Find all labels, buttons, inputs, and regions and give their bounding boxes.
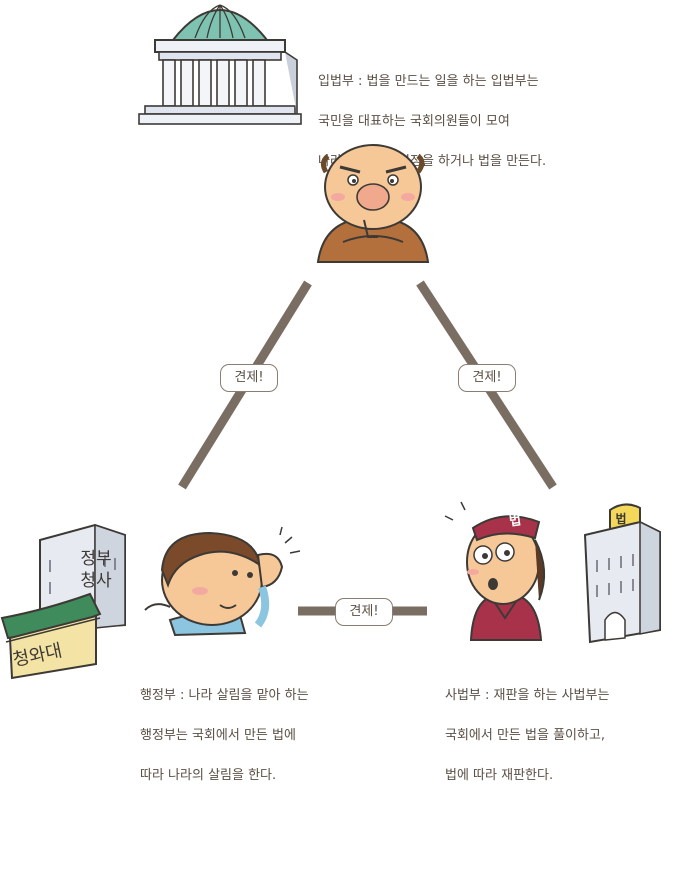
judicial-line-1: 사법부 : 재판을 하는 사법부는 — [445, 688, 610, 703]
check-bubble-bottom: 견제! — [335, 598, 393, 626]
court-building-icon — [583, 503, 661, 644]
executive-line-2: 행정부는 국회에서 만든 법에 — [140, 728, 296, 743]
judicial-line-2: 국회에서 만든 법을 풀이하고, — [445, 728, 606, 743]
judge-hat-label: 법 — [508, 513, 523, 530]
judicial-line-3: 법에 따라 재판한다. — [445, 768, 554, 783]
government-building-sign: 정부 청사 — [80, 549, 112, 591]
check-bubble-right: 견제! — [458, 364, 516, 392]
judge-character-icon — [444, 501, 546, 641]
executive-description: 행정부 : 나라 살림을 맡아 하는 행정부는 국회에서 만든 법에 따라 나라… — [140, 666, 380, 806]
assembly-member-character-icon — [316, 144, 430, 263]
blue-house-icon — [0, 592, 102, 680]
check-bubble-left: 견제! — [220, 364, 278, 392]
executive-official-character-icon — [144, 526, 301, 637]
legislative-line-1: 입법부 : 법을 만드는 일을 하는 입법부는 — [318, 74, 539, 89]
judicial-description: 사법부 : 재판을 하는 사법부는 국회에서 만든 법을 풀이하고, 법에 따라… — [445, 666, 675, 806]
legislative-line-2: 국민을 대표하는 국회의원들이 모여 — [318, 114, 510, 129]
court-building-label: 법 — [615, 512, 627, 526]
executive-line-3: 따라 나라의 살림을 한다. — [140, 768, 277, 783]
executive-line-1: 행정부 : 나라 살림을 맡아 하는 — [140, 688, 309, 703]
national-assembly-building-icon — [138, 4, 302, 125]
